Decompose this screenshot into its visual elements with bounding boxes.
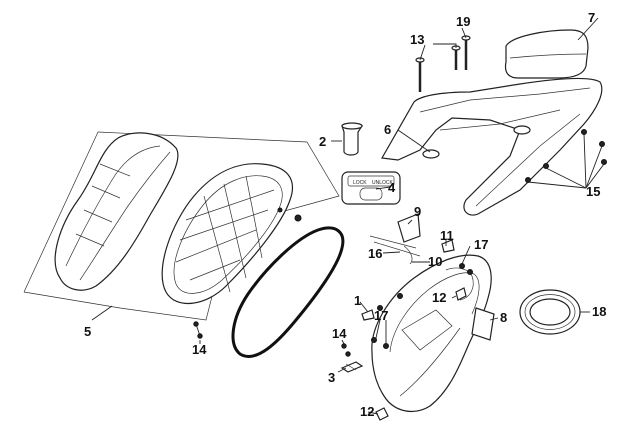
seat-cushion — [54, 132, 179, 291]
label-11: 11 — [440, 228, 454, 243]
label-12-upper: 12 — [432, 290, 446, 305]
label-8: 8 — [500, 310, 507, 325]
label-7: 7 — [588, 10, 595, 25]
bolts-12 — [375, 287, 467, 421]
unlock-text: UNLOCK — [372, 180, 394, 186]
label-16: 16 — [368, 246, 382, 261]
screws-14 — [193, 321, 351, 357]
rear-rack — [381, 77, 603, 216]
label-12-lower: 12 — [360, 404, 374, 419]
label-15: 15 — [586, 184, 600, 199]
label-17-upper: 17 — [474, 237, 488, 252]
label-13: 13 — [410, 32, 424, 47]
part-18-ring — [519, 289, 581, 335]
bolts-13-19 — [415, 35, 471, 92]
label-18: 18 — [592, 304, 606, 319]
label-6: 6 — [384, 122, 391, 137]
label-9: 9 — [414, 204, 421, 219]
part-1-rubber — [361, 309, 375, 321]
part-9-bracket — [369, 213, 421, 265]
callout-labels: 1 2 3 4 5 6 7 8 9 10 11 12 12 13 14 14 1… — [84, 10, 606, 419]
label-10: 10 — [428, 254, 442, 269]
screws-17 — [371, 263, 473, 349]
label-14-left: 14 — [192, 342, 207, 357]
label-1: 1 — [354, 293, 361, 308]
label-4: 4 — [388, 180, 396, 195]
part-3-bracket — [340, 361, 364, 373]
label-14-right: 14 — [332, 326, 347, 341]
label-5: 5 — [84, 324, 91, 339]
lock-panel: LOCK UNLOCK — [341, 171, 401, 205]
label-3: 3 — [328, 370, 335, 385]
label-2: 2 — [319, 134, 326, 149]
seat-pan — [161, 163, 302, 305]
backrest-pad — [504, 29, 589, 79]
lock-text: LOCK — [353, 180, 367, 186]
inner-fender — [371, 254, 495, 413]
part-2-cap — [341, 122, 364, 156]
label-17-lower: 17 — [374, 308, 388, 323]
label-19: 19 — [456, 14, 470, 29]
seal-strip — [231, 226, 345, 358]
leader-lines — [91, 17, 605, 415]
part-11-clip — [441, 239, 455, 253]
